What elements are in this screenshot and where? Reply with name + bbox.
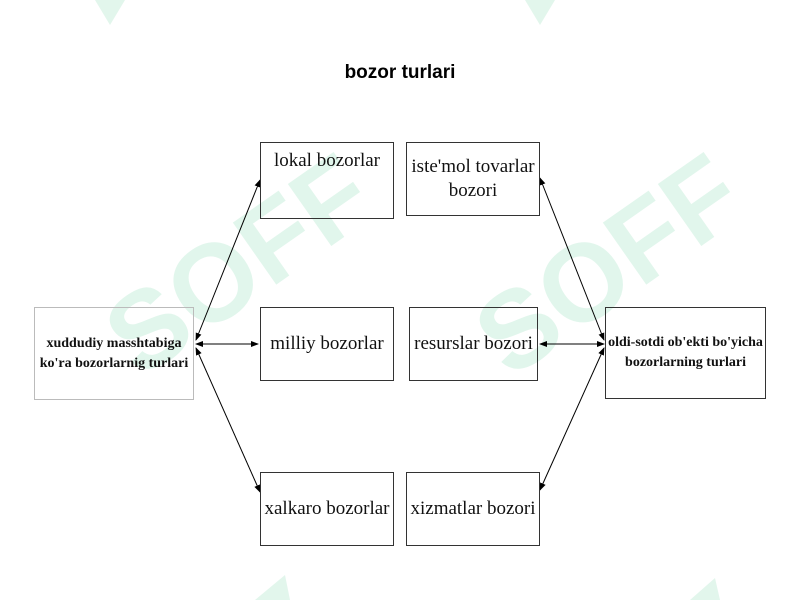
xizmatlar-box: xizmatlar bozori [406,472,540,546]
diagram-title: bozor turlari [344,62,456,83]
lokal-box: lokal bozorlar [260,142,394,219]
right-main-box: oldi-sotdi ob'ekti bo'yicha bozorlarning… [605,307,766,399]
resurslar-box: resurslar bozori [409,307,538,381]
arrow-left-to-lokal [195,179,261,341]
left-main-box: xuddudiy masshtabiga ko'ra bozorlarnig t… [34,307,194,400]
istemol-box: iste'mol tovarlar bozori [406,142,540,216]
xalkaro-box: xalkaro bozorlar [260,472,394,546]
xizmatlar-label: xizmatlar bozori [410,498,536,519]
milliy-label: milliy bozorlar [270,333,384,354]
arrow-right-to-istemol [539,177,605,341]
arrow-right-to-xizmatlar [539,347,605,491]
milliy-box: milliy bozorlar [260,307,394,381]
arrow-left-to-xalkaro [195,347,261,493]
left-main-label: xuddudiy masshtabiga ko'ra bozorlarnig t… [39,335,189,371]
right-main-label: oldi-sotdi ob'ekti bo'yicha bozorlarning… [608,335,763,370]
xalkaro-label: xalkaro bozorlar [264,498,390,519]
istemol-label: iste'mol tovarlar bozori [411,156,535,201]
resurslar-label: resurslar bozori [414,333,533,354]
lokal-label: lokal bozorlar [273,150,381,171]
